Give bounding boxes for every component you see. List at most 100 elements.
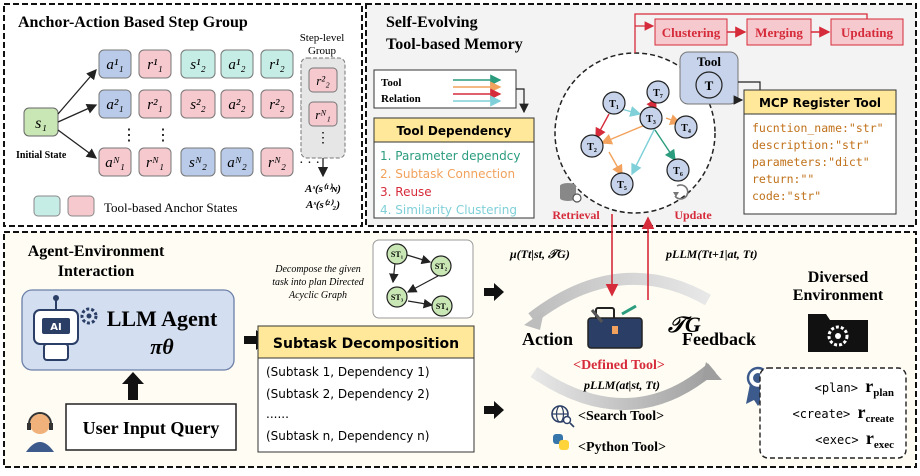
state-cell: [260, 49, 294, 79]
database-icon: [560, 183, 582, 203]
tool-graph-symbol: 𝒯G: [667, 312, 701, 337]
ellipsis-row3: · · ·: [299, 156, 320, 171]
panel-a-title: Anchor-Action Based Step Group: [18, 14, 248, 31]
state-cell: [138, 49, 172, 79]
tool-card-label: Tool: [697, 54, 721, 69]
arrow-s1-row3: [57, 129, 98, 159]
mcp-register-title: MCP Register Tool: [759, 96, 881, 110]
python-icon: [553, 434, 569, 450]
arrow-user-to-agent: [122, 372, 144, 400]
state-cell: [220, 49, 254, 79]
state-cell-label: sᴺ₂: [189, 155, 207, 171]
robot-icon: AI: [33, 295, 79, 361]
step-group-ellipsis: ⋮: [316, 131, 330, 146]
gear-icon: [80, 307, 98, 325]
panel-anchor-action: Anchor-Action Based Step Group s₁ Initia…: [3, 3, 363, 227]
state-cell: [180, 147, 216, 177]
llm-agent-policy: πθ: [150, 334, 174, 359]
tool-node-label: T₆: [673, 166, 683, 177]
state-cell: [260, 147, 294, 177]
cycle-arc-bottom: [530, 363, 716, 410]
action-label: Action: [522, 329, 573, 349]
tool-graph-edges: [595, 98, 682, 177]
state-cell-label: rᴺ₁: [146, 155, 164, 171]
step-group-item-1-label: r²₂: [316, 73, 330, 88]
advantage-2: Aˢ(s⁽²⁾₂): [305, 199, 340, 211]
subtask-line-4: (Subtask n, Dependency n): [266, 429, 429, 443]
subtask-header: [257, 325, 475, 359]
tool-node: [646, 80, 670, 104]
tool-node: [602, 91, 626, 115]
reward-item: <exec> rexec: [815, 428, 894, 451]
step-group-title-2: Group: [308, 45, 337, 57]
decompose-note-2: task into plan Directed: [272, 277, 365, 288]
state-cell-label: a¹₂: [228, 57, 245, 73]
state-cell: [98, 49, 132, 79]
tool-dependency-title: Tool Dependency: [397, 124, 512, 138]
retrieval-label: Retrieval: [552, 208, 600, 222]
subtask-line-3: ......: [266, 407, 289, 421]
panel-tool-memory: Self-Evolving Tool-based Memory Tool Rel…: [365, 3, 917, 227]
tool-node-label: T₁: [609, 99, 619, 110]
panel-b-title-2: Tool-based Memory: [386, 36, 523, 53]
user-query-label: User Input Query: [83, 418, 220, 438]
dag-node: [430, 255, 452, 277]
state-cell-label: rᴺ₂: [268, 155, 286, 171]
mcp-line-3: parameters:"dict": [752, 155, 870, 169]
state-cell-label: a²₁: [106, 97, 123, 113]
defined-tool-label: <Defined Tool>: [573, 358, 665, 373]
reward-list: <plan> rplan<create> rcreate<exec> rexec: [792, 376, 894, 451]
dag-node-label: ST₃: [391, 293, 404, 302]
state-cell: [138, 89, 172, 119]
formula-top-left: μ(Tt|st, 𝒯G): [509, 247, 570, 261]
legend-swatch-teal: [33, 195, 61, 217]
dag-node-label: ST₄: [436, 302, 449, 311]
tool-node-label: T₄: [681, 123, 691, 134]
state-cell-label: a¹₁: [106, 57, 123, 73]
panel-agent-environment: Agent-Environment Interaction AI LLM Age…: [3, 214, 917, 468]
tool-node: [666, 158, 690, 182]
reward-box: [759, 367, 907, 459]
state-cell-label: r²₁: [147, 97, 163, 113]
environment-folder-gear-icon: [808, 314, 868, 352]
arrow-s1-row2: [57, 103, 98, 123]
robot-ai-chip: AI: [50, 322, 61, 333]
state-cell-label: r¹₂: [269, 57, 285, 73]
agent-env-title-2: Interaction: [58, 263, 135, 280]
step-group-title-1: Step-level: [300, 32, 345, 44]
tool-dependency-header: [373, 117, 535, 143]
legend-tool: Tool: [381, 77, 401, 89]
arrow-subtask-to-action: [484, 401, 504, 419]
diversed-env-title-2: Environment: [793, 287, 884, 304]
state-cell: [180, 49, 216, 79]
formula-bottom: pLLM(at|st, Tt): [583, 378, 660, 392]
step-group-item-1: [308, 67, 338, 93]
refresh-icon: [673, 184, 689, 200]
legend-to-dependency-arrow: [516, 88, 529, 114]
mcp-line-4: return:"": [752, 172, 814, 186]
tool-node-label: T₇: [653, 88, 663, 99]
dag-node-label: ST₁: [391, 250, 404, 259]
ellipsis-vertical-1: ⋮: [121, 127, 137, 144]
update-label: Update: [674, 208, 712, 222]
diversed-env-title-1: Diversed: [808, 269, 869, 286]
initial-state-symbol: s₁: [35, 115, 47, 132]
mcp-register-header: [743, 89, 897, 115]
tool-card-node: [695, 71, 723, 99]
pipeline-clustering-label: Clustering: [662, 25, 721, 40]
dag-node: [386, 243, 408, 265]
dag-edges: [389, 254, 439, 309]
state-cell-label: s¹₂: [190, 57, 206, 73]
state-cell: [98, 147, 132, 177]
state-cell: [220, 147, 254, 177]
tool-node-label: T₃: [646, 114, 656, 125]
state-cell-label: r²₂: [269, 97, 285, 113]
legend-swatch-pink: [67, 195, 95, 217]
tool-node: [580, 134, 604, 158]
dag-node: [386, 286, 408, 308]
pipeline-loop: [634, 13, 868, 53]
state-cell-label: s²₂: [190, 97, 206, 113]
step-group-item-2: [308, 101, 338, 127]
